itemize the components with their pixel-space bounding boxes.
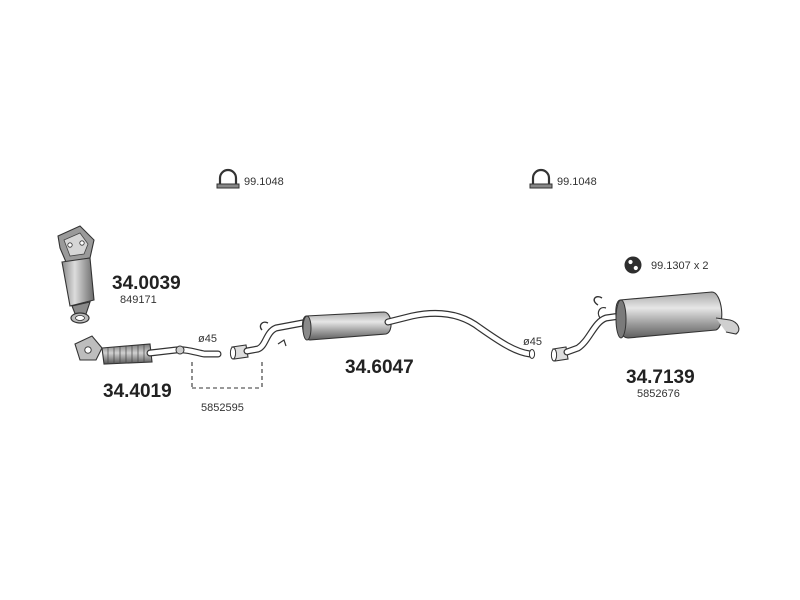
rear-silencer-number: 34.7139 [626, 367, 695, 388]
clamp-icon [529, 168, 553, 189]
center-silencer-drawing [229, 309, 536, 360]
clamp-right-ref: 99.1048 [557, 176, 597, 188]
rubber-mount-icon [624, 256, 642, 274]
catalyst-number: 34.0039 [112, 273, 181, 294]
mount-ref: 99.1307 x 2 [651, 260, 709, 272]
diameter-label-left: ø45 [198, 333, 217, 345]
clamp-icon [216, 168, 240, 189]
connection-ref: 5852595 [201, 402, 244, 414]
center-silencer-number: 34.6047 [345, 357, 414, 378]
rear-silencer-drawing [550, 291, 740, 362]
connection-bracket [191, 362, 263, 389]
clamp-left-ref: 99.1048 [244, 176, 284, 188]
rear-silencer-oem: 5852676 [637, 388, 680, 400]
catalyst-drawing [57, 225, 95, 324]
front-pipe-drawing [74, 335, 222, 365]
front-pipe-number: 34.4019 [103, 381, 172, 402]
diameter-label-right: ø45 [523, 336, 542, 348]
catalyst-oem: 849171 [120, 294, 157, 306]
